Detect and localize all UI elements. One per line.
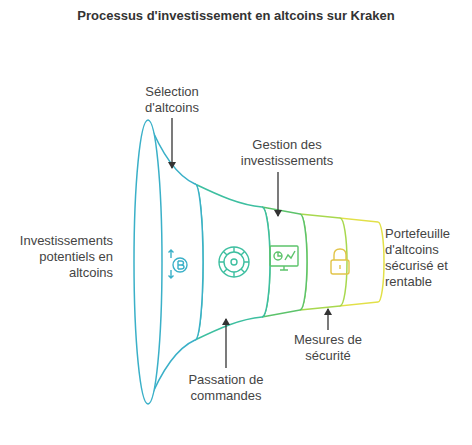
callout-label: Gestion des investissements (227, 137, 347, 169)
leader-arrow (225, 319, 226, 368)
stage-label: Portefeuille d'altcoins sécurisé et rent… (385, 226, 470, 290)
leader-arrow (171, 118, 172, 168)
monitor-icon (270, 246, 298, 270)
leader-arrow (327, 309, 328, 330)
callout-label: Mesures de sécurité (283, 332, 373, 364)
bitcoin-icon (169, 250, 188, 278)
funnel-mouth (134, 120, 162, 404)
leader-arrow (277, 172, 278, 216)
diagram-title: Processus d'investissement en altcoins s… (0, 8, 472, 23)
stage-label: Investissements potentiels en altcoins (6, 233, 113, 281)
callout-label: Passation de commandes (170, 372, 282, 404)
padlock-icon (331, 249, 349, 274)
callout-label: Sélection d'altcoins (122, 84, 222, 116)
roulette-icon (219, 247, 249, 277)
funnel-segment (195, 184, 270, 340)
